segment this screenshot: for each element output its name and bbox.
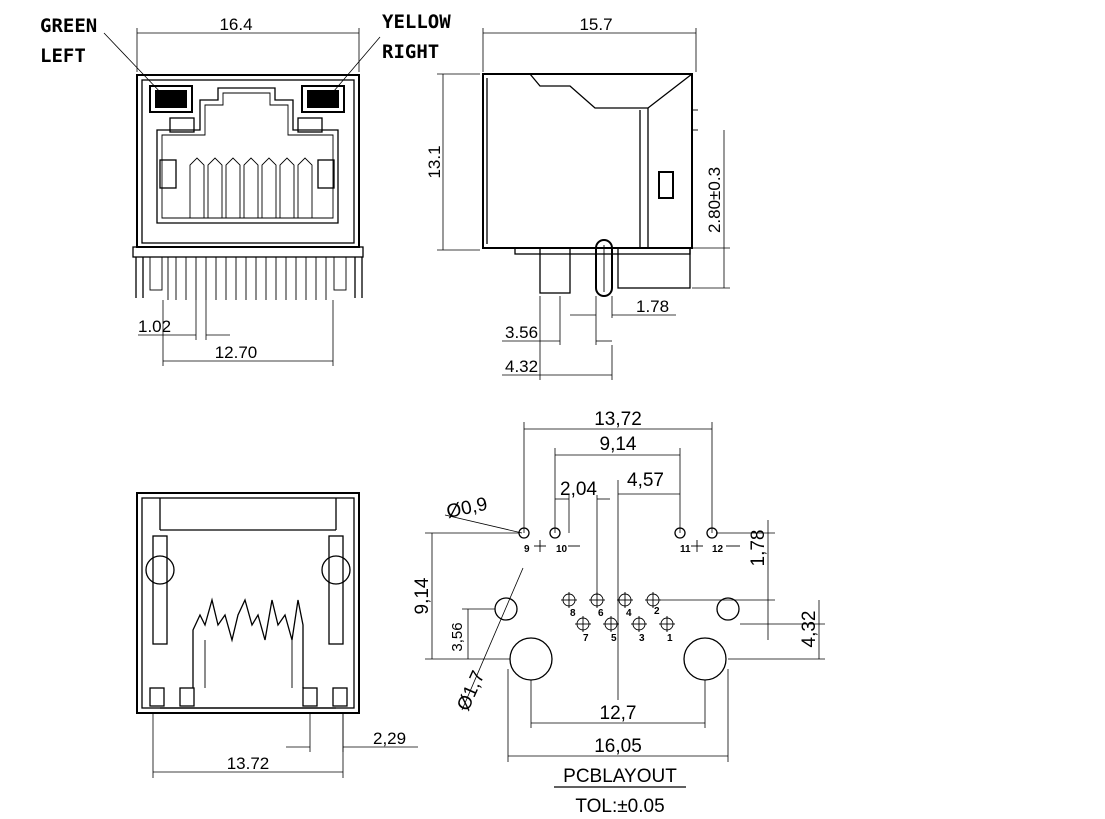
side-body [482, 73, 693, 249]
pin-label-4: 4 [626, 608, 632, 619]
dim-front-width: 16.4 [219, 15, 252, 34]
dim-side-d2: 3.56 [505, 323, 538, 342]
side-latch-profile [529, 73, 693, 109]
pin-label-2: 2 [654, 606, 660, 617]
pin-label-10: 10 [556, 544, 568, 555]
dim-pcb-total: 13,72 [594, 409, 642, 430]
pcb-pin-10 [549, 527, 561, 539]
dim-pcb-912: 9,14 [600, 434, 637, 455]
dim-pcb-outer-pitch: 16,05 [594, 736, 642, 757]
led-yellow [307, 90, 339, 108]
bottom-peg-right [321, 555, 351, 585]
pin-label-5: 5 [611, 633, 617, 644]
pin-label-12: 12 [712, 544, 724, 555]
label-hole-small: Ø0,9 [445, 494, 490, 523]
label-left: LEFT [40, 45, 86, 67]
pcb-layout: 13,72 9,14 2,04 4,57 Ø0,9 9 10 [412, 409, 825, 817]
latch-right [297, 117, 323, 133]
side-led-window [658, 171, 674, 199]
dim-pcb-small-height: 3,56 [449, 622, 466, 651]
pin-label-6: 6 [598, 608, 604, 619]
front-pins [135, 256, 363, 300]
bottom-pin-r1 [302, 687, 318, 707]
label-green: GREEN [40, 15, 97, 37]
label-hole-big: Ø1,7 [453, 668, 489, 714]
dim-bottom-offset: 2,29 [373, 729, 406, 748]
pin-label-8: 8 [570, 608, 576, 619]
bottom-pin-r2 [332, 687, 348, 707]
front-body-inner [141, 79, 355, 244]
dim-side-height: 13.1 [425, 145, 444, 178]
pcb-mount-hole-right [683, 637, 727, 681]
pin-label-7: 7 [583, 633, 589, 644]
bottom-body [136, 492, 360, 714]
side-view: 15.7 13.1 2.80±0.3 1.78 3.56 4.32 [425, 15, 730, 380]
front-base [132, 246, 364, 258]
pin-label-1: 1 [667, 633, 673, 644]
contact-fingers [189, 157, 313, 218]
dim-pcb-left-height: 9,14 [412, 577, 433, 614]
dim-side-d3: 4.32 [505, 357, 538, 376]
pcb-layout-title: PCBLAYOUT [563, 766, 677, 787]
dim-pcb-right-height: 1,78 [748, 530, 769, 567]
bottom-peg-left [145, 555, 175, 585]
latch-left [169, 117, 195, 133]
label-right: RIGHT [382, 41, 439, 63]
side-post [539, 247, 571, 294]
bottom-pin-l2 [179, 687, 195, 707]
dim-bottom-width: 13.72 [227, 754, 270, 773]
guide-left [159, 159, 177, 189]
rj45-port-opening [156, 87, 339, 224]
side-foot [617, 247, 691, 289]
pcb-pin-11 [674, 527, 686, 539]
side-pin [595, 239, 613, 297]
pin-label-11: 11 [680, 544, 691, 555]
guide-right [317, 159, 335, 189]
bottom-contacts [192, 597, 304, 688]
dim-side-depth: 15.7 [579, 15, 612, 34]
bottom-view: 13.72 2,29 [136, 492, 418, 778]
dim-pcb-b: 4,57 [627, 470, 664, 491]
pcb-align-hole-left [494, 597, 518, 621]
bottom-post-right [328, 535, 344, 645]
dim-pin-span: 12.70 [215, 343, 258, 362]
dim-pcb-right-height-2: 4,32 [799, 611, 820, 648]
pcb-signal-pins: 8 6 4 2 7 5 3 1 [561, 592, 675, 644]
led-yellow-outline [301, 85, 345, 113]
dim-side-d1: 1.78 [636, 297, 669, 316]
dim-pcb-a: 2,04 [560, 479, 597, 500]
dim-side-offset: 2.80±0.3 [705, 167, 724, 233]
led-green [155, 90, 187, 108]
front-view: 16.4 GREEN LEFT YELLOW RIGHT 1.02 12.70 [40, 11, 451, 366]
pin-label-3: 3 [639, 633, 645, 644]
label-yellow: YELLOW [382, 11, 451, 33]
pcb-tolerance: TOL:±0.05 [575, 796, 664, 817]
pcb-led-pins: 9 10 11 12 [518, 527, 740, 555]
led-green-outline [149, 85, 193, 113]
rj45-port-inner [161, 92, 334, 219]
pcb-mount-hole-left [509, 637, 553, 681]
pin-label-9: 9 [524, 544, 530, 555]
bottom-pin-l1 [149, 687, 165, 707]
dim-pcb-mount-pitch: 12,7 [600, 703, 637, 724]
dim-pin-pitch: 1.02 [138, 317, 171, 336]
pcb-align-hole-right [716, 597, 740, 621]
bottom-post-left [152, 535, 168, 645]
